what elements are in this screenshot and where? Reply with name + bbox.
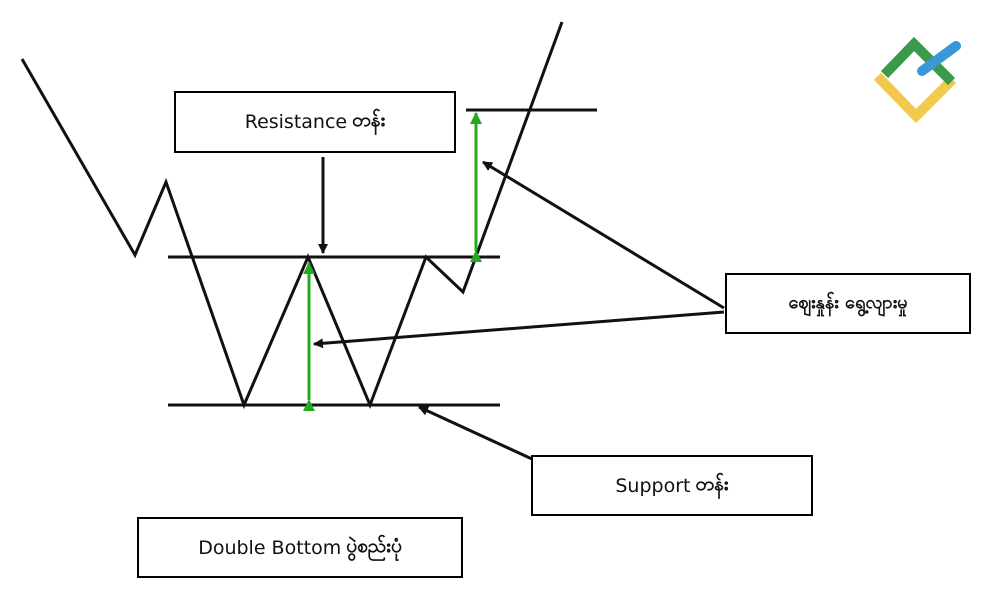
resistance-label-en: Resistance	[244, 111, 348, 133]
pattern-label-box: Double Bottom ပွဲစည်းပုံ	[137, 517, 463, 578]
brand-logo-icon	[873, 36, 961, 124]
resistance-label-box: Resistance တန်း	[174, 91, 456, 153]
pattern-label-en: Double Bottom	[198, 536, 342, 559]
price-move-label-my: ဈေးနှုန်း ရွေ့လျားမှု	[788, 292, 908, 313]
price-move-pointer-arrow-upper	[482, 160, 725, 310]
support-label-en: Support	[615, 474, 691, 497]
resistance-label-my: တန်း	[352, 109, 386, 131]
support-label-box: Support တန်း	[531, 455, 813, 516]
pattern-label-my: ပွဲစည်းပုံ	[346, 534, 402, 557]
price-path	[20, 21, 564, 410]
price-move-pointer-arrow-lower	[313, 310, 725, 349]
price-move-label-box: ဈေးနှုန်း ရွေ့လျားမှု	[725, 273, 971, 334]
support-pointer-arrow	[418, 405, 533, 461]
support-label-my: တန်း	[695, 472, 729, 495]
